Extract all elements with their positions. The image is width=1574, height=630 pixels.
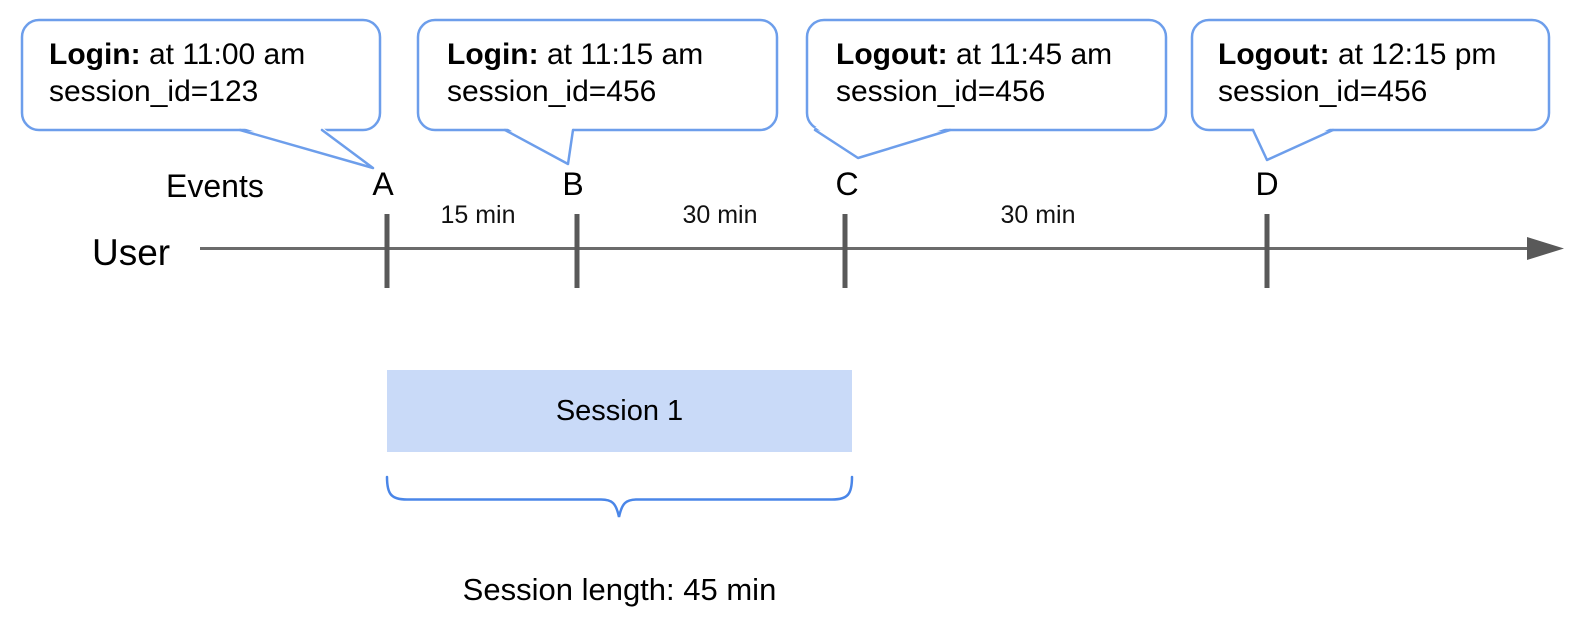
session-length-caption: Session length: 45 min: [462, 572, 777, 607]
callout-a-title: Login:: [49, 38, 141, 71]
callout-text-d: Logout: at 12:15 pm session_id=456: [1218, 36, 1496, 110]
callout-bubble-d: [1190, 18, 1551, 162]
callout-bubble-d-border: [1190, 18, 1551, 132]
interval-a-b: 15 min: [440, 201, 516, 229]
callout-b-time: at 11:15 am: [546, 38, 704, 71]
callout-bubble-c: [805, 18, 1168, 160]
callout-d-title: Logout:: [1218, 38, 1330, 71]
callout-bubble-c-border: [805, 18, 1168, 132]
callout-a-line1: Login: at 11:00 am: [49, 36, 305, 73]
events-row-label: Events: [166, 168, 264, 204]
callout-bubble-a-border: [20, 18, 382, 132]
callout-tail-d: [1251, 128, 1335, 162]
event-label-a: A: [372, 166, 394, 202]
timeline-axis-label: User: [92, 232, 171, 273]
timeline-arrowhead-icon: [1527, 237, 1564, 260]
callout-bubble-a: [20, 18, 382, 170]
callout-b-line1: Login: at 11:15 am: [447, 36, 703, 73]
callout-d-line1: Logout: at 12:15 pm: [1218, 36, 1496, 73]
interval-c-d: 30 min: [1000, 201, 1076, 229]
callout-tail-c: [813, 128, 952, 160]
event-label-b: B: [562, 166, 584, 202]
callout-text-b: Login: at 11:15 am session_id=456: [447, 36, 703, 110]
callout-bubble-b: [416, 18, 779, 166]
callout-a-session-id: session_id=123: [49, 75, 259, 108]
callout-d-session-id: session_id=456: [1218, 75, 1428, 108]
callout-a-time: at 11:00 am: [148, 38, 306, 71]
callout-c-time: at 11:45 am: [955, 38, 1113, 71]
callout-text-a: Login: at 11:00 am session_id=123: [49, 36, 305, 110]
callout-tail-c-fill: [815, 127, 950, 158]
event-label-c: C: [835, 166, 859, 202]
callout-bubble-b-border: [416, 18, 779, 132]
callout-c-session-id: session_id=456: [836, 75, 1046, 108]
callout-d-time: at 12:15 pm: [1337, 38, 1497, 71]
callout-b-session-id: session_id=456: [447, 75, 657, 108]
callout-tail-b: [503, 128, 575, 166]
event-label-d: D: [1255, 166, 1279, 202]
interval-b-c: 30 min: [682, 201, 758, 229]
callout-c-title: Logout:: [836, 38, 948, 71]
session-box: [387, 370, 852, 452]
callout-tail-b-fill: [505, 127, 573, 164]
session-brace: [385, 475, 854, 518]
callout-tail-a: [238, 128, 375, 170]
callout-tail-d-fill: [1253, 127, 1333, 160]
callout-text-c: Logout: at 11:45 am session_id=456: [836, 36, 1112, 110]
callout-b-title: Login:: [447, 38, 539, 71]
session-box-label: Session 1: [555, 394, 684, 427]
callout-c-line1: Logout: at 11:45 am: [836, 36, 1112, 73]
